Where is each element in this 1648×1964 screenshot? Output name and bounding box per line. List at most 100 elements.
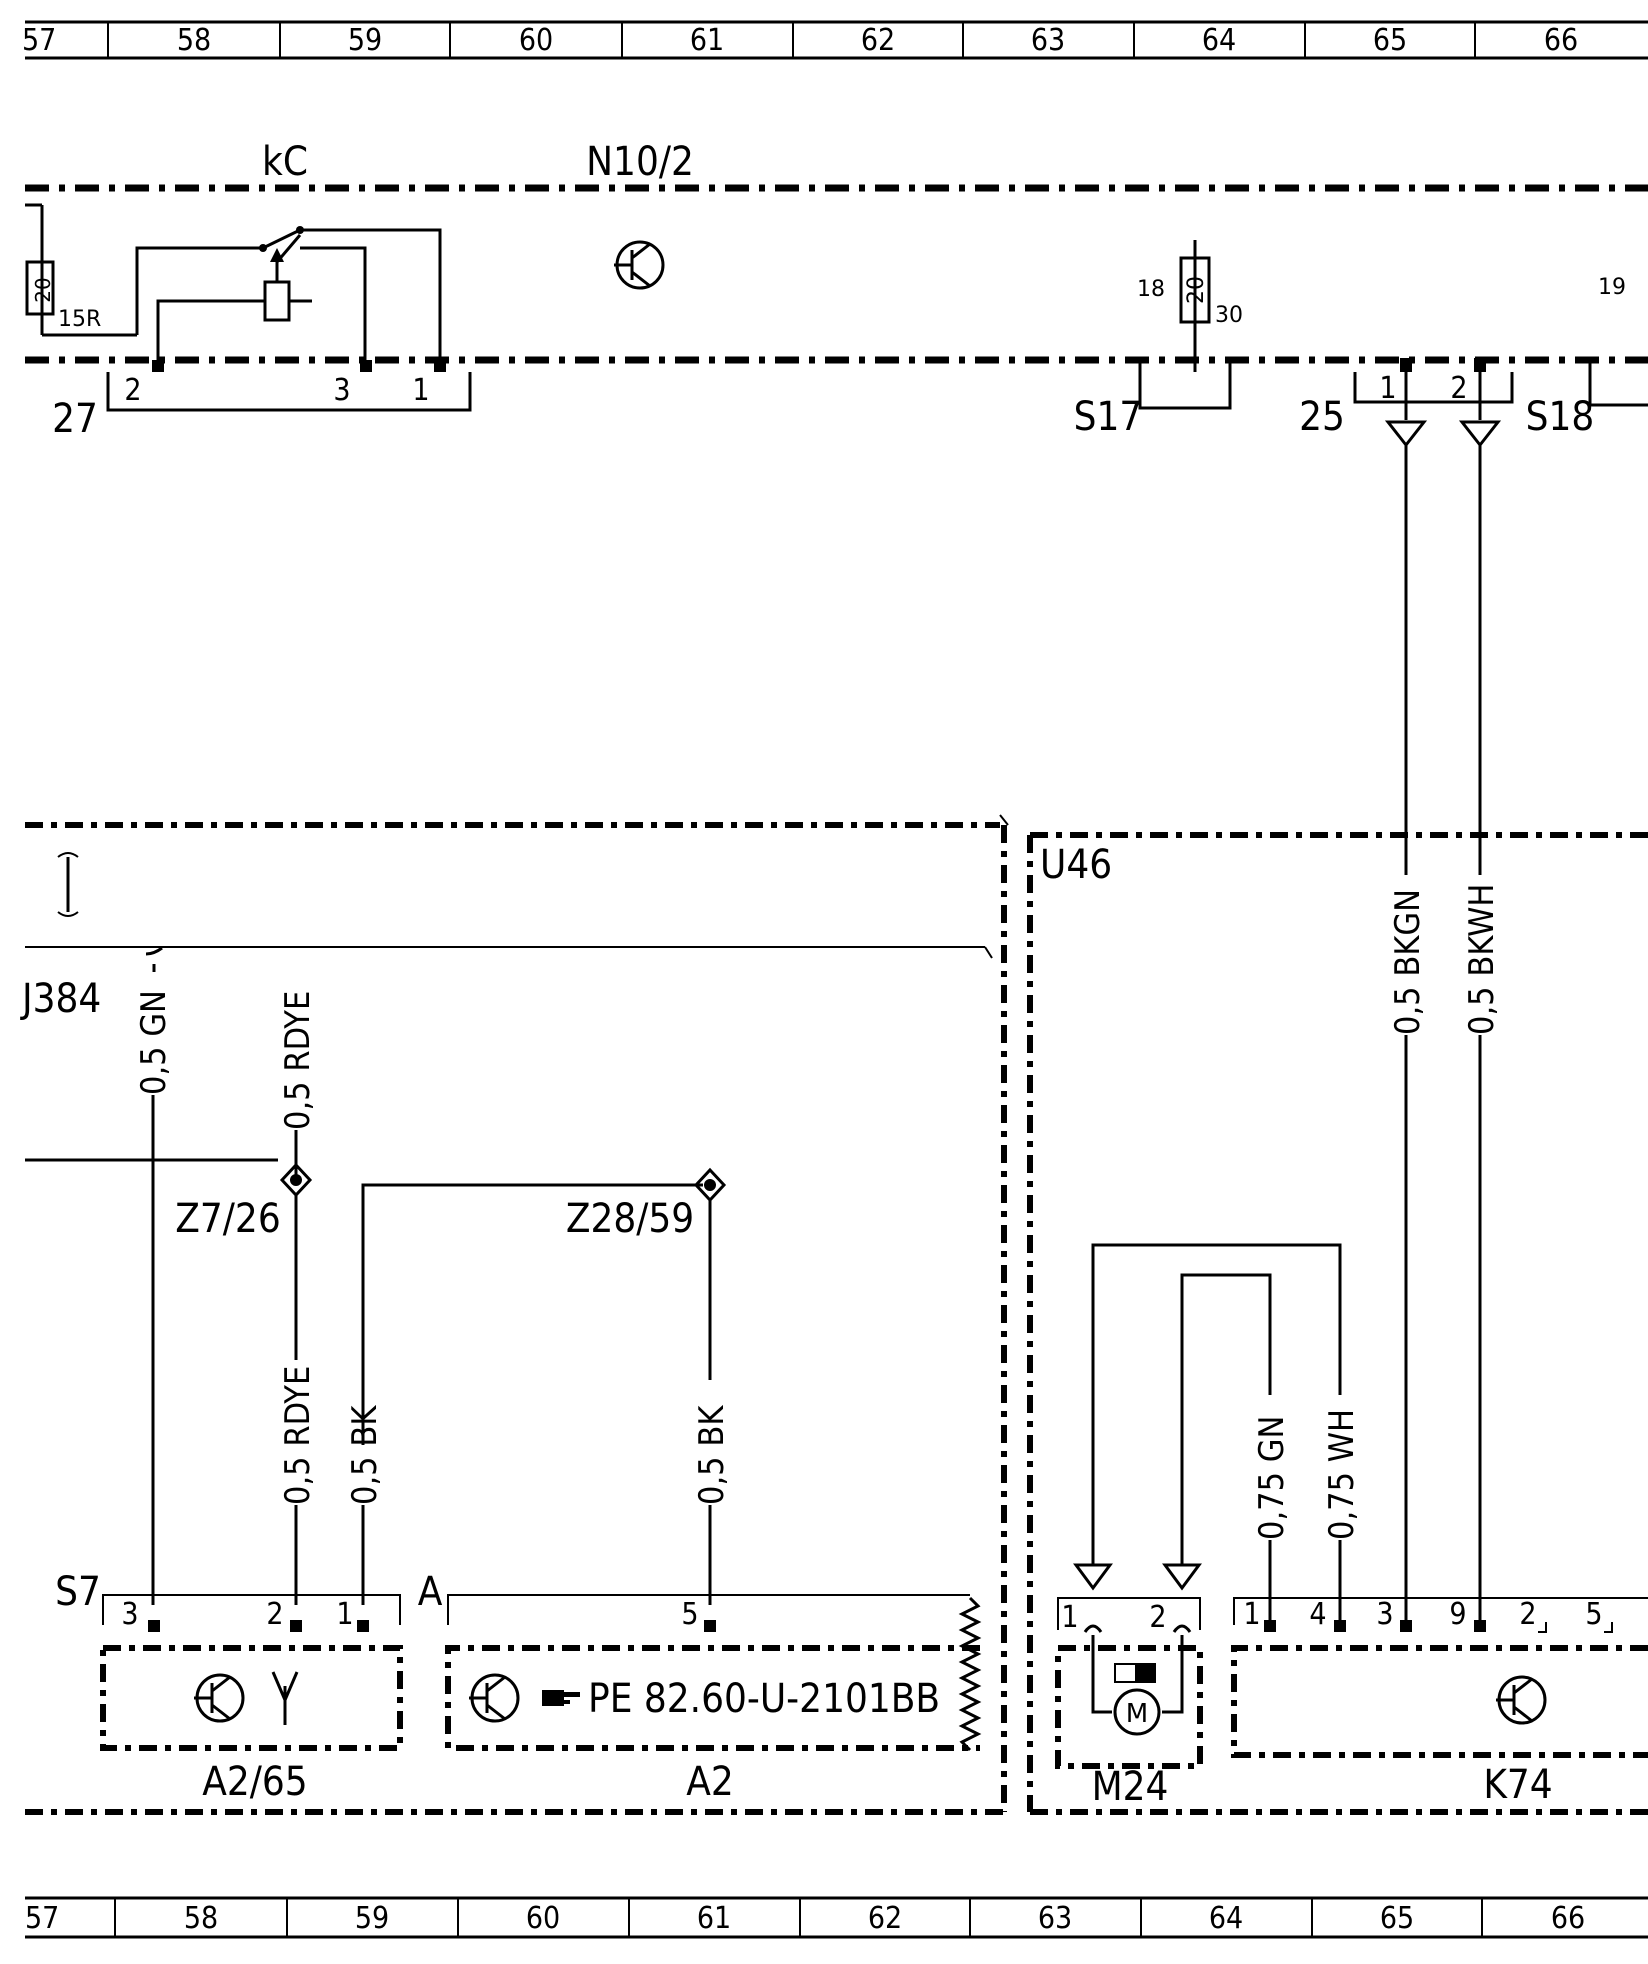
wire-wh-m24-label: 0,75 WH (1322, 1409, 1362, 1540)
a2-65-pin-2: 2 (266, 1597, 283, 1632)
connector-25-pin-2: 2 (1450, 371, 1467, 406)
a2-65-pin-1: 1 (336, 1597, 353, 1632)
fuse-block: 20 18 30 19 S17 (1074, 240, 1626, 440)
relay-fuse-value: 20 (31, 277, 55, 302)
fuse-block-value: 20 (1184, 276, 1209, 304)
a2-65-pin-3: 3 (121, 1597, 138, 1632)
wire-m24-loops: 0,75 GN 0,75 WH (1073, 1243, 1362, 1620)
wire-bk-right: 0,5 BK (692, 1405, 732, 1605)
relay-label: kC (262, 139, 308, 185)
wire-gn-m24-label: 0,75 GN (1252, 1416, 1292, 1540)
a2-65-label: A2/65 (202, 1759, 307, 1805)
antenna-icon (271, 1671, 299, 1725)
wire-rdye-up-label: 0,5 RDYE (278, 991, 318, 1130)
transistor-icon (194, 1673, 245, 1723)
module-k74: 1 4 3 9 2 5 K74 (1231, 1597, 1648, 1808)
grid-bottom-col-66: 66 (1551, 1901, 1585, 1936)
fuse-block-far-right: 19 (1598, 275, 1626, 300)
harness-j384-label: J384 (20, 976, 101, 1022)
a2-label: A2 (686, 1759, 734, 1805)
connector-s7-label: S7 (55, 1569, 101, 1615)
transistor-icon (614, 240, 665, 290)
module-n10-2: N10/2 (586, 139, 694, 290)
grid-col-65: 65 (1373, 23, 1407, 58)
connector-27-label: 27 (52, 396, 98, 442)
connector-25-label: 25 (1299, 394, 1345, 440)
k74-label: K74 (1483, 1762, 1552, 1808)
wire-bkwh-label: 0,5 BKWH (1462, 884, 1502, 1035)
module-a2-65: S7 3 2 1 A2/65 (55, 1569, 403, 1805)
pointing-hand-icon (542, 1690, 580, 1706)
fuse-block-right: 30 (1215, 303, 1243, 328)
connector-25: 25 1 2 S18 (1299, 358, 1648, 448)
connector-25-pin-1: 1 (1379, 371, 1396, 406)
u46-harness-frame: U46 (1027, 832, 1648, 1815)
k74-pin-9: 9 (1449, 1597, 1466, 1632)
relay-pin-2: 2 (124, 373, 141, 408)
wire-gn: 0,5 GN (134, 946, 174, 1605)
wire-rdye-down-label: 0,5 RDYE (278, 1366, 318, 1505)
grid-col-58: 58 (177, 23, 211, 58)
top-harness-rails (25, 184, 1648, 364)
wire-bk-right-label: 0,5 BK (692, 1405, 732, 1505)
grid-col-64: 64 (1202, 23, 1236, 58)
wire-bkwh: 0,5 BKWH (1462, 445, 1502, 1620)
grid-col-59: 59 (348, 23, 382, 58)
wire-bkgn-label: 0,5 BKGN (1388, 889, 1428, 1035)
grid-col-63: 63 (1031, 23, 1065, 58)
a2-pin-5: 5 (681, 1597, 698, 1632)
grid-bottom-col-59: 59 (355, 1901, 389, 1936)
transistor-icon (469, 1673, 520, 1723)
splice-z28-59-label: Z28/59 (566, 1196, 694, 1242)
grid-bottom-col-57: 57 (25, 1901, 59, 1936)
grid-col-60: 60 (519, 23, 553, 58)
n10-2-label: N10/2 (586, 139, 694, 185)
connector-s18-label: S18 (1526, 394, 1595, 440)
a2-reference: PE 82.60-U-2101BB (588, 1676, 940, 1722)
relay-pin-1: 1 (412, 373, 429, 408)
grid-bottom-col-64: 64 (1209, 1901, 1243, 1936)
m24-label: M24 (1092, 1764, 1169, 1810)
relay-kc: kC 20 15R 2 3 1 27 (25, 139, 472, 442)
wire-rdye-up: 0,5 RDYE (25, 991, 318, 1180)
m24-pin-2: 2 (1149, 1600, 1166, 1635)
fuse-block-left: 18 (1137, 277, 1165, 302)
wire-bk-left-label: 0,5 BK (345, 1405, 385, 1505)
splice-z7-26: Z7/26 (175, 1162, 313, 1360)
wire-bk-left: 0,5 BK (345, 1183, 703, 1605)
connector-a-label: A (418, 1569, 443, 1615)
motor-m24: 1 2 M M24 (1055, 1597, 1203, 1810)
grid-bottom-col-63: 63 (1038, 1901, 1072, 1936)
top-grid-ruler: 57 58 59 60 61 62 63 64 65 66 (22, 20, 1648, 60)
grid-col-62: 62 (861, 23, 895, 58)
grid-col-61: 61 (690, 23, 724, 58)
motor-icon: M (1113, 1663, 1161, 1736)
relay-fuse-terminal: 15R (58, 307, 101, 332)
wire-rdye-down: 0,5 RDYE (278, 1366, 318, 1605)
left-harness-frame (25, 814, 1009, 1815)
k74-pin-3: 3 (1376, 1597, 1393, 1632)
u46-label: U46 (1040, 842, 1112, 888)
grid-bottom-col-62: 62 (868, 1901, 902, 1936)
grid-bottom-col-58: 58 (184, 1901, 218, 1936)
grid-bottom-col-65: 65 (1380, 1901, 1414, 1936)
wire-gn-label: 0,5 GN (134, 990, 174, 1095)
m24-motor-letter: M (1126, 1699, 1148, 1729)
splice-z7-26-label: Z7/26 (175, 1196, 280, 1242)
k74-pin-2: 2 (1519, 1597, 1536, 1632)
grid-bottom-col-61: 61 (697, 1901, 731, 1936)
grid-bottom-col-60: 60 (526, 1901, 560, 1936)
transistor-icon (1496, 1675, 1547, 1725)
connector-s17-label: S17 (1074, 394, 1143, 440)
k74-pin-1: 1 (1243, 1597, 1260, 1632)
k74-pin-4: 4 (1309, 1597, 1326, 1632)
grid-col-57: 57 (22, 23, 56, 58)
wire-bkgn: 0,5 BKGN (1388, 445, 1428, 1620)
module-a2: A 5 PE 82.60-U-2101BB A2 (418, 1569, 982, 1805)
relay-pin-3: 3 (333, 373, 350, 408)
splice-z28-59: Z28/59 (566, 1167, 727, 1380)
bottom-grid-ruler: 57 58 59 60 61 62 63 64 65 66 (25, 1896, 1648, 1939)
m24-pin-1: 1 (1061, 1600, 1078, 1635)
k74-pin-5: 5 (1585, 1597, 1602, 1632)
